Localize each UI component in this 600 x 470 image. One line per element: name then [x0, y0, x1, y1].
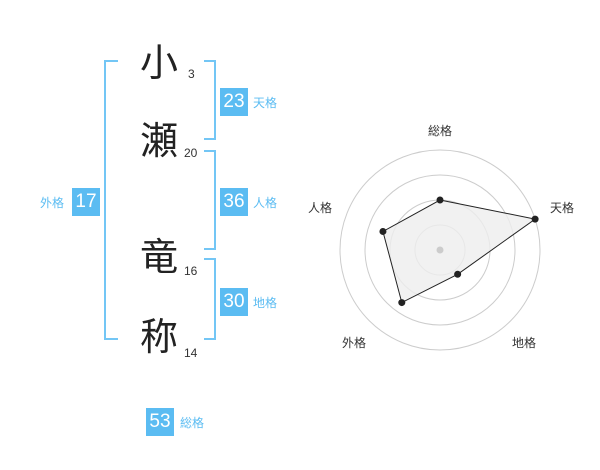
- radar-label-soukaku: 総格: [428, 124, 453, 138]
- jinkaku-bracket-spine: [214, 150, 216, 250]
- radar-data-polygon: [382, 199, 537, 304]
- gaikaku-label: 外格: [40, 196, 65, 210]
- gaikaku-value-badge: 17: [72, 188, 100, 216]
- stroke-count-2: 20: [184, 146, 198, 160]
- stroke-count-3: 16: [184, 264, 198, 278]
- gaikaku-bracket-bottom: [104, 338, 118, 340]
- name-char-4: 称: [140, 315, 179, 359]
- radar-point-3: [454, 270, 462, 278]
- gaikaku-bracket-spine: [104, 60, 106, 340]
- radar-label-gaikaku: 外格: [342, 336, 367, 350]
- radar-point-1: [436, 196, 444, 204]
- jinkaku-bracket-top: [204, 150, 216, 152]
- radar-label-jinkaku: 人格: [308, 201, 333, 215]
- radar-point-5: [379, 227, 387, 235]
- soukaku-value-badge: 53: [146, 408, 174, 436]
- tenkaku-bracket-spine: [214, 60, 216, 140]
- jinkaku-bracket-bottom: [204, 248, 216, 250]
- chikaku-bracket-spine: [214, 258, 216, 340]
- chikaku-value-badge: 30: [220, 288, 248, 316]
- radar-point-2: [531, 215, 539, 223]
- tenkaku-value-badge: 23: [220, 88, 248, 116]
- jinkaku-value-badge: 36: [220, 188, 248, 216]
- name-char-3: 竜: [140, 235, 179, 279]
- soukaku-label: 総格: [180, 416, 205, 430]
- chikaku-bracket-top: [204, 258, 216, 260]
- radar-label-chikaku: 地格: [512, 336, 537, 350]
- chikaku-bracket-bottom: [204, 338, 216, 340]
- tenkaku-bracket-top: [204, 60, 216, 62]
- name-char-1: 小: [140, 41, 179, 85]
- radar-grid-ring-2: [364, 174, 516, 326]
- tenkaku-bracket-bottom: [204, 138, 216, 140]
- radar-label-tenkaku: 天格: [550, 201, 575, 215]
- radar-center-dot: [436, 246, 444, 254]
- chikaku-label: 地格: [253, 296, 278, 310]
- stroke-count-4: 14: [184, 346, 198, 360]
- jinkaku-label: 人格: [253, 196, 278, 210]
- radar-point-4: [398, 299, 406, 307]
- gaikaku-bracket-top: [104, 60, 118, 62]
- name-char-2: 瀬: [140, 119, 179, 163]
- tenkaku-label: 天格: [253, 96, 278, 110]
- radar-grid-ring-1: [339, 149, 541, 351]
- stroke-count-1: 3: [188, 67, 195, 81]
